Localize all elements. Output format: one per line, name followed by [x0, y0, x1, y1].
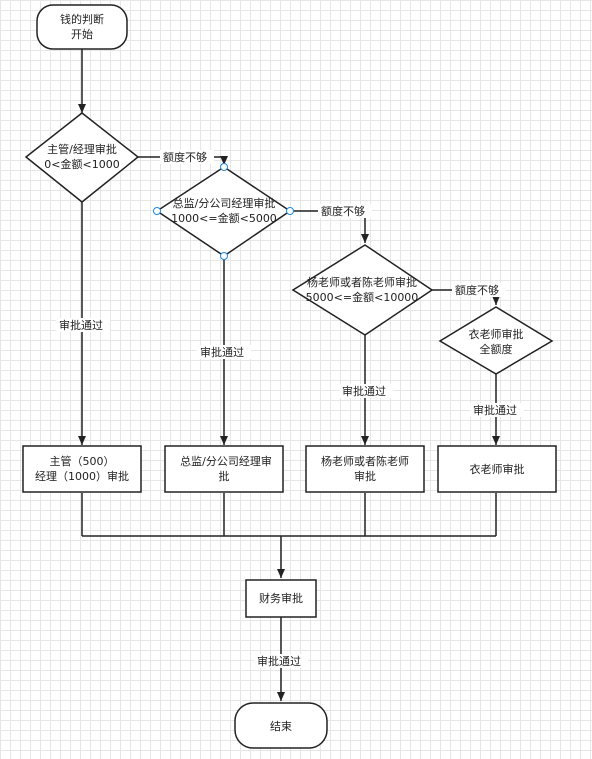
node-end-label: 结束 [270, 720, 292, 733]
node-decision-3-line-2: 5000<=金额<10000 [306, 290, 419, 304]
edge-label-d2-p2: 审批通过 [200, 345, 244, 359]
node-process-1-line-2: 经理（1000）审批 [35, 469, 129, 483]
edge-labels: 额度不够 额度不够 额度不够 审批通过 审批通过 审批通过 审批通过 审批通过 [56, 150, 524, 668]
edge-label-d4-p4: 审批通过 [473, 403, 517, 417]
node-decision-1[interactable]: 主管/经理审批 0<金额<1000 [24, 112, 140, 203]
node-decision-2[interactable]: 总监/分公司经理审批 1000<=金额<5000 [153, 163, 294, 260]
node-decision-3-line-1: 杨老师或者陈老师审批 [307, 275, 417, 289]
edge-label-d3-d4: 额度不够 [455, 283, 499, 297]
node-decision-2-line-2: 1000<=金额<5000 [171, 211, 277, 225]
edge-label-d3-p3: 审批通过 [342, 384, 386, 398]
node-process-4[interactable]: 衣老师审批 [437, 445, 557, 493]
node-end[interactable]: 结束 [234, 702, 328, 749]
node-decision-3[interactable]: 杨老师或者陈老师审批 5000<=金额<10000 [291, 244, 434, 336]
node-process-4-line-1: 衣老师审批 [470, 462, 525, 476]
node-start[interactable]: 钱的判断 开始 [36, 4, 128, 50]
connection-handle-right[interactable] [286, 207, 294, 215]
connection-handle-top[interactable] [220, 163, 228, 171]
node-process-2[interactable]: 总监/分公司经理审 批 [164, 445, 284, 493]
node-process-3-line-1: 杨老师或者陈老师 [321, 454, 409, 468]
edge-label-d2-d3: 额度不够 [321, 204, 365, 218]
node-start-line-2: 开始 [71, 27, 93, 41]
connection-handle-bottom[interactable] [220, 252, 228, 260]
node-process-3-line-2: 审批 [354, 469, 376, 483]
node-process-2-line-1: 总监/分公司经理审 [180, 454, 272, 468]
edge-label-d1-p1: 审批通过 [59, 318, 103, 332]
node-process-1-line-1: 主管（500） [50, 454, 115, 468]
edge-label-finance-end: 审批通过 [257, 654, 301, 668]
node-finance[interactable]: 财务审批 [245, 579, 317, 618]
connection-handle-left[interactable] [153, 207, 161, 215]
node-decision-4-line-2: 全额度 [480, 342, 513, 356]
node-decision-4[interactable]: 衣老师审批 全额度 [438, 306, 554, 375]
node-finance-label: 财务审批 [259, 591, 303, 605]
node-decision-1-line-2: 0<金额<1000 [44, 157, 119, 171]
node-decision-1-line-1: 主管/经理审批 [47, 142, 117, 156]
node-process-1[interactable]: 主管（500） 经理（1000）审批 [22, 445, 142, 493]
node-decision-4-line-1: 衣老师审批 [469, 327, 524, 341]
node-start-line-1: 钱的判断 [60, 12, 104, 26]
node-process-2-line-2: 批 [219, 469, 230, 483]
node-process-3[interactable]: 杨老师或者陈老师 审批 [305, 445, 425, 493]
edge-label-d1-d2: 额度不够 [163, 150, 207, 164]
node-decision-2-line-1: 总监/分公司经理审批 [173, 196, 276, 210]
